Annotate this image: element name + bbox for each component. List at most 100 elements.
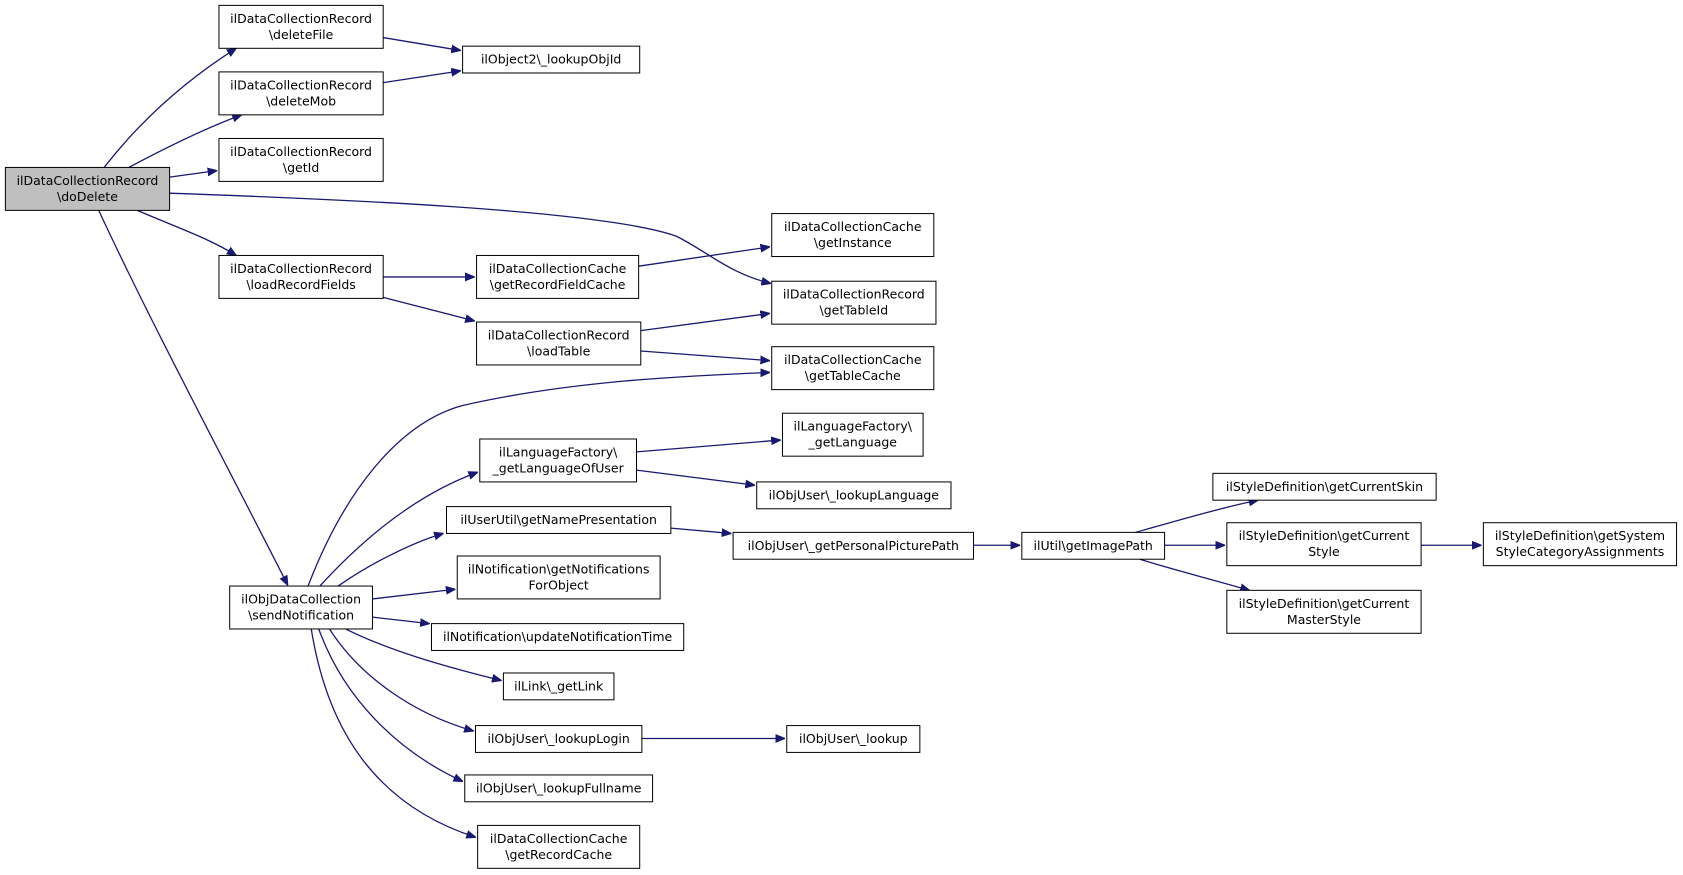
node-box	[1226, 522, 1422, 567]
node-label: ilStyleDefinition\getCurrentSkin	[1226, 479, 1423, 494]
edge-getLanguageOfUser-to-lookupLanguage	[636, 469, 754, 485]
edge-sendNotification-to-getTableCache	[307, 372, 770, 587]
edge-loadTable-to-getTableCache	[640, 350, 770, 361]
node-getNamePresentation[interactable]: ilUserUtil\getNamePresentation	[446, 506, 672, 534]
edge-getRecordFieldCache-to-getInstance	[638, 247, 770, 267]
node-label: ilObjUser\_getPersonalPicturePath	[748, 538, 959, 553]
edge-loadTable-to-getTableId	[640, 313, 770, 332]
edge-sendNotification-to-updateNotificationTime	[372, 616, 429, 623]
node-getRecordFieldCache[interactable]: ilDataCollectionCache\getRecordFieldCach…	[476, 254, 640, 299]
node-getCurrentSkin[interactable]: ilStyleDefinition\getCurrentSkin	[1212, 472, 1437, 501]
node-box	[4, 166, 171, 211]
node-label: ilObjUser\_lookupLogin	[487, 731, 629, 746]
edge-doDelete-to-deleteMob	[128, 115, 242, 169]
node-label: ilStyleDefinition\getSystem	[1495, 528, 1665, 543]
node-box	[476, 321, 642, 366]
node-label: ilStyleDefinition\getCurrent	[1239, 528, 1410, 543]
node-sendNotification[interactable]: ilObjDataCollection\sendNotification	[229, 585, 373, 630]
node-lookupObjId[interactable]: ilObject2\_lookupObjId	[462, 45, 641, 74]
node-getLanguage[interactable]: ilLanguageFactory\_getLanguage	[781, 412, 924, 457]
edge-getNamePresentation-to-getPersonalPicturePath	[670, 527, 731, 533]
node-label: \deleteFile	[269, 27, 334, 42]
node-lookupLanguage[interactable]: ilObjUser\_lookupLanguage	[756, 481, 952, 510]
edge-sendNotification-to-getRecordCache	[310, 628, 475, 837]
node-box	[218, 4, 384, 49]
node-label: ilDataCollectionCache	[489, 261, 627, 276]
node-getImagePath[interactable]: ilUtil\getImagePath	[1021, 531, 1166, 560]
node-getPersonalPicturePath[interactable]: ilObjUser\_getPersonalPicturePath	[732, 531, 975, 560]
node-label: \getId	[283, 160, 319, 175]
node-updateNotificationTime[interactable]: ilNotification\updateNotificationTime	[430, 623, 685, 651]
node-box	[476, 254, 640, 299]
node-label: ilObject2\_lookupObjId	[481, 52, 621, 67]
edge-doDelete-to-sendNotification	[98, 210, 288, 585]
node-doDelete[interactable]: ilDataCollectionRecord\doDelete	[4, 166, 171, 211]
edge-sendNotification-to-getLanguageOfUser	[319, 472, 478, 587]
node-getLink[interactable]: ilLink\_getLink	[502, 672, 615, 701]
node-box	[1482, 522, 1678, 567]
node-box	[229, 585, 373, 630]
node-box	[786, 725, 921, 753]
edge-doDelete-to-loadRecordFields	[137, 209, 236, 255]
node-getSystemStyle[interactable]: ilStyleDefinition\getSystemStyleCategory…	[1482, 522, 1678, 567]
edge-getImagePath-to-getCurrentSkin	[1135, 500, 1258, 533]
node-label: ilObjUser\_lookup	[799, 731, 908, 746]
node-loadTable[interactable]: ilDataCollectionRecord\loadTable	[476, 321, 642, 366]
node-label: \doDelete	[57, 189, 118, 204]
edge-getLanguageOfUser-to-getLanguage	[636, 440, 780, 453]
edge-deleteMob-to-lookupObjId	[383, 71, 460, 84]
node-label: _getLanguageOfUser	[492, 460, 625, 475]
node-label: \sendNotification	[248, 608, 354, 623]
node-box	[781, 412, 924, 457]
node-box	[446, 506, 672, 534]
node-loadRecordFields[interactable]: ilDataCollectionRecord\loadRecordFields	[218, 254, 384, 299]
edge-loadRecordFields-to-loadTable	[383, 296, 474, 321]
node-label: Style	[1308, 544, 1340, 559]
node-deleteMob[interactable]: ilDataCollectionRecord\deleteMob	[218, 71, 384, 116]
node-label: ilDataCollectionRecord	[488, 327, 630, 342]
node-getTableId[interactable]: ilDataCollectionRecord\getTableId	[771, 280, 937, 325]
node-box	[430, 623, 685, 651]
node-box	[771, 213, 935, 258]
node-label: ilObjUser\_lookupFullname	[476, 780, 642, 795]
node-label: ilUserUtil\getNamePresentation	[460, 512, 657, 527]
node-getLanguageOfUser[interactable]: ilLanguageFactory\_getLanguageOfUser	[479, 438, 637, 483]
node-box	[502, 672, 615, 701]
node-getInstance[interactable]: ilDataCollectionCache\getInstance	[771, 213, 935, 258]
node-lookup[interactable]: ilObjUser\_lookup	[786, 725, 921, 753]
node-label: ilDataCollectionRecord	[783, 287, 925, 302]
nodes: ilDataCollectionRecord\doDeleteilDataCol…	[4, 4, 1678, 869]
node-label: ilUtil\getImagePath	[1034, 538, 1153, 553]
node-getRecordCache[interactable]: ilDataCollectionCache\getRecordCache	[477, 824, 641, 869]
node-box	[1212, 472, 1437, 501]
node-lookupFullname[interactable]: ilObjUser\_lookupFullname	[464, 774, 654, 803]
node-lookupLogin[interactable]: ilObjUser\_lookupLogin	[474, 725, 643, 753]
node-label: \loadRecordFields	[246, 277, 355, 292]
edge-sendNotification-to-getNamePresentation	[337, 533, 443, 587]
node-label: \loadTable	[527, 343, 591, 358]
node-label: ilDataCollectionCache	[490, 831, 628, 846]
node-label: ilStyleDefinition\getCurrent	[1239, 596, 1410, 611]
node-getId[interactable]: ilDataCollectionRecord\getId	[218, 137, 384, 182]
edge-getImagePath-to-getCurrentMasterStyle	[1139, 558, 1249, 590]
node-label: ilDataCollectionCache	[784, 352, 922, 367]
node-label: ilDataCollectionRecord	[230, 261, 372, 276]
node-deleteFile[interactable]: ilDataCollectionRecord\deleteFile	[218, 4, 384, 49]
node-label: ilLink\_getLink	[514, 678, 604, 693]
edges	[98, 36, 1481, 838]
node-label: ilObjUser\_lookupLanguage	[769, 487, 940, 502]
edge-doDelete-to-getId	[169, 171, 217, 178]
node-label: ilLanguageFactory\	[794, 419, 913, 434]
node-box	[474, 725, 643, 753]
node-box	[756, 481, 952, 510]
node-box	[464, 774, 654, 803]
node-label: ilDataCollectionRecord	[17, 173, 159, 188]
node-box	[462, 45, 641, 74]
node-getTableCache[interactable]: ilDataCollectionCache\getTableCache	[771, 346, 935, 391]
node-box	[1226, 589, 1422, 634]
edge-doDelete-to-deleteFile	[103, 48, 236, 168]
node-label: ilDataCollectionRecord	[230, 144, 372, 159]
